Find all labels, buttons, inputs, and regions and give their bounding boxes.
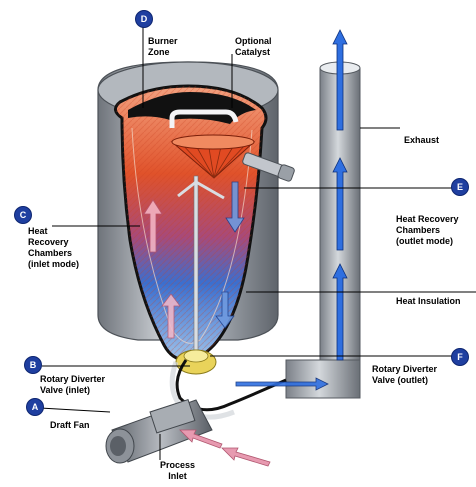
badge-a: A — [26, 398, 44, 416]
label-burner-zone: Burner Zone — [148, 36, 178, 58]
exhaust-stack — [286, 62, 360, 398]
label-heat-insulation: Heat Insulation — [396, 296, 461, 307]
label-process-inlet: Process Inlet — [160, 460, 195, 482]
badge-c: C — [14, 206, 32, 224]
badge-b: B — [24, 356, 42, 374]
label-exhaust: Exhaust — [404, 135, 439, 146]
draft-fan — [106, 400, 212, 463]
badge-d: D — [135, 10, 153, 28]
label-optional-catalyst: Optional Catalyst — [235, 36, 272, 58]
label-draft-fan: Draft Fan — [50, 420, 90, 431]
label-rotary-diverter-inlet: Rotary Diverter Valve (inlet) — [40, 374, 105, 396]
rotary-diverter-valve — [176, 350, 216, 374]
badge-e: E — [451, 178, 469, 196]
label-rotary-diverter-outlet: Rotary Diverter Valve (outlet) — [372, 364, 437, 386]
label-heat-recovery-inlet: Heat Recovery Chambers (inlet mode) — [28, 226, 79, 270]
label-heat-recovery-outlet: Heat Recovery Chambers (outlet mode) — [396, 214, 459, 247]
badge-f: F — [451, 348, 469, 366]
